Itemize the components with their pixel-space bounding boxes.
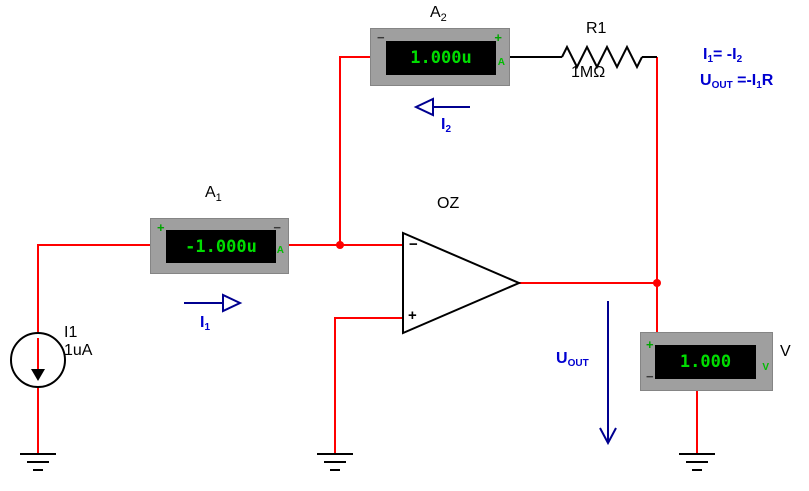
resistor-r1[interactable]: [561, 44, 643, 70]
label-source-value: 1uA: [64, 342, 93, 359]
label-source-name: I1: [64, 324, 78, 341]
label-voltmeter: V: [780, 343, 791, 360]
voltmeter-minus-terminal: −: [646, 369, 654, 384]
junction-dot-output-node: [653, 279, 661, 287]
i2-direction-arrow: [413, 97, 470, 117]
ground-symbol-source[interactable]: [20, 453, 56, 471]
equation-current: I1= -I2: [703, 46, 743, 65]
label-r1-value: 1MΩ: [571, 64, 606, 81]
label-opamp: OZ: [437, 195, 460, 212]
ammeter-a2-unit: A: [497, 57, 505, 68]
uout-direction-arrow: [599, 301, 617, 446]
ammeter-a1[interactable]: + − -1.000u A: [150, 218, 289, 274]
label-i1: I1: [200, 314, 211, 333]
ammeter-a2-display: 1.000u: [386, 41, 496, 75]
junction-dot-inverting-node: [336, 241, 344, 249]
wire-opamp-plus-to-ground[interactable]: [334, 317, 403, 454]
wire-feedback-to-a2[interactable]: [339, 56, 371, 245]
voltmeter-unit: V: [762, 362, 769, 373]
ammeter-a2-plus-terminal: +: [494, 30, 502, 45]
ammeter-a1-plus-terminal: +: [157, 220, 165, 235]
current-source-arrow: [31, 369, 45, 381]
ammeter-a1-display: -1.000u: [166, 230, 276, 263]
opamp-noninverting-marker: +: [408, 307, 417, 324]
voltmeter-display: 1.000: [655, 345, 756, 379]
ground-symbol-opamp-plus[interactable]: [317, 453, 353, 471]
label-a2: A2: [430, 4, 447, 24]
ammeter-a2[interactable]: − + 1.000u A: [370, 28, 510, 86]
label-uout: UOUT: [556, 350, 589, 369]
voltmeter-plus-terminal: +: [646, 337, 654, 352]
ammeter-a2-minus-terminal: −: [377, 30, 385, 45]
i1-direction-arrow: [184, 293, 243, 313]
voltmeter[interactable]: + − 1.000 V: [640, 332, 773, 391]
label-a1: A1: [205, 184, 222, 204]
label-r1: R1: [586, 20, 607, 37]
wire-source-to-a1[interactable]: [37, 244, 150, 334]
direction-arrows: [184, 97, 617, 446]
ammeter-a1-minus-terminal: −: [273, 220, 281, 235]
ground-symbol-voltmeter[interactable]: [679, 453, 715, 471]
components: [10, 44, 715, 471]
label-i2: I2: [441, 116, 452, 135]
equation-uout: UOUT =-I1R: [700, 72, 774, 91]
wires: [37, 56, 698, 454]
opamp-inverting-marker: −: [409, 236, 418, 253]
opamp-symbol[interactable]: [402, 231, 522, 335]
ammeter-a1-unit: A: [276, 245, 284, 256]
